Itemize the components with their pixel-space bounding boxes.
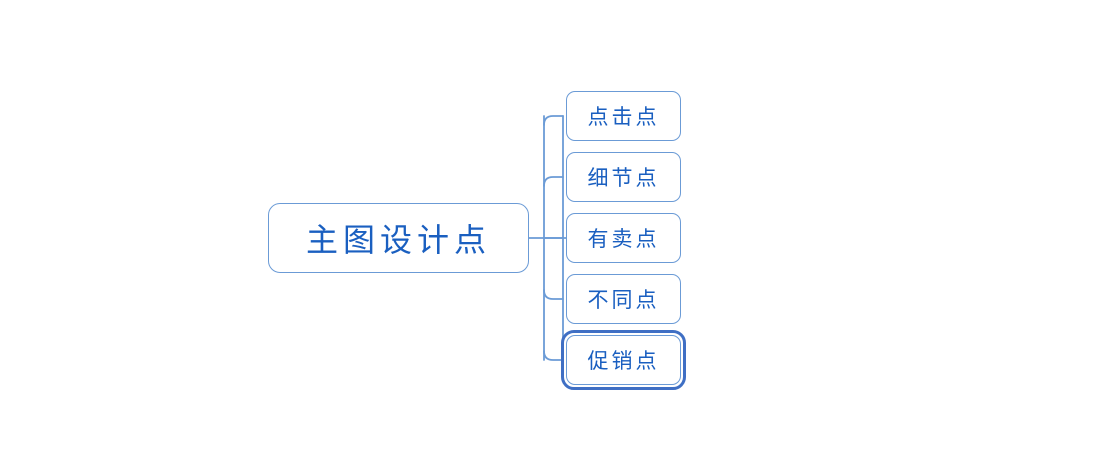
- root-node-label: 主图设计点: [305, 222, 491, 258]
- child-node-3[interactable]: 有卖点: [566, 213, 681, 263]
- child-node-label: 有卖点: [587, 227, 660, 251]
- child-node-label: 不同点: [587, 288, 660, 312]
- child-node-5-selected[interactable]: 促销点: [566, 335, 681, 385]
- child-node-1[interactable]: 点击点: [566, 91, 681, 141]
- root-node[interactable]: 主图设计点: [268, 203, 529, 273]
- child-node-label: 点击点: [587, 105, 660, 129]
- connector-branch-2: [543, 176, 564, 187]
- child-node-label: 细节点: [587, 166, 660, 190]
- selection-ring: [561, 330, 686, 390]
- child-node-4[interactable]: 不同点: [566, 274, 681, 324]
- connector-branch-1: [543, 115, 564, 126]
- connector-branch-4: [543, 289, 564, 300]
- child-node-2[interactable]: 细节点: [566, 152, 681, 202]
- child-node-label: 促销点: [587, 349, 660, 373]
